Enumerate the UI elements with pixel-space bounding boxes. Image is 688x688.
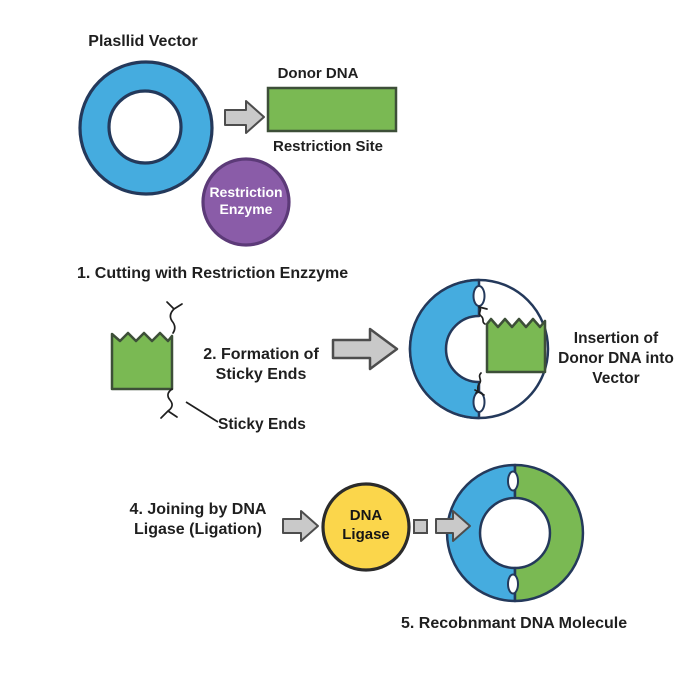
step1-caption: 1. Cutting with Restriction Enzzyme: [77, 265, 349, 282]
plasmid-ring-hole: [107, 89, 183, 165]
recombinant-ring-green-half: [513, 463, 585, 603]
vector-squiggle-top-icon: [478, 306, 488, 325]
restriction-site-label: Restriction Site: [272, 138, 384, 155]
sticky-ends-label: Sticky Ends: [218, 416, 306, 433]
insertion-caption: Insertion of Donor DNA into Vector: [558, 330, 674, 387]
step2-caption: 2. Formation of Sticky Ends: [203, 346, 319, 384]
donor-dna-rect: [266, 86, 398, 133]
recombinant-seal-bottom: [507, 573, 519, 595]
sticky-end-fragment: [110, 331, 174, 391]
sticky-end-squiggle-bottom-icon: [160, 388, 178, 419]
vector-squiggle-bottom-icon: [474, 372, 485, 396]
step4-caption: 4. Joining by DNA Ligase (Ligation): [129, 501, 267, 539]
recombinant-ring-blue-half: [445, 463, 517, 603]
donor-dna-label: Donor DNA: [277, 65, 359, 82]
ligation-gap-top: [472, 285, 486, 307]
plasmid-vector-label: Plasllid Vector: [88, 33, 198, 50]
arrow-plasmid-to-donor-icon: [224, 100, 265, 134]
dna-ligase-label: DNA Ligase: [342, 507, 390, 543]
connector-square: [413, 519, 428, 534]
step5-caption: 5. Recobnmant DNA Molecule: [401, 615, 628, 632]
restriction-enzyme-circle: [201, 157, 291, 247]
restriction-enzyme-label: Restriction Enzyme: [209, 184, 283, 217]
sticky-ends-pointer-line: [185, 401, 219, 423]
vector-blue-arc: [408, 278, 481, 420]
recombinant-seal-top: [507, 470, 519, 492]
arrow-to-recombinant-icon: [435, 510, 471, 542]
inserted-donor-dna: [485, 317, 547, 374]
dna-ligase-circle: [321, 482, 411, 572]
arrow-to-ligase-icon: [282, 510, 319, 542]
arrow-to-vector-icon: [331, 327, 399, 371]
sticky-end-squiggle-top-icon: [166, 301, 183, 334]
